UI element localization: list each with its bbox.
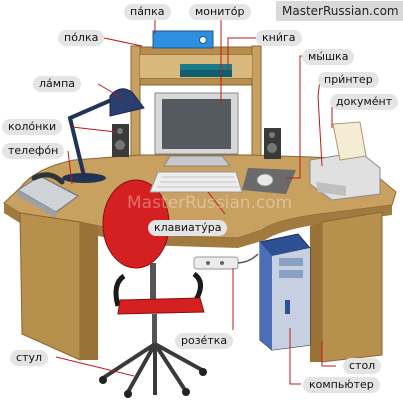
- mouse-icon: [242, 168, 296, 194]
- label-keyboard: клавиату́ра: [148, 220, 228, 236]
- label-document: докуме́нт: [330, 94, 399, 110]
- label-speakers: коло́нки: [2, 119, 63, 135]
- label-shelf: по́лка: [58, 30, 105, 46]
- label-printer: при́нтер: [318, 72, 379, 88]
- label-socket: розе́тка: [175, 333, 234, 349]
- label-monitor: монито́р: [189, 4, 251, 20]
- printer-icon: [309, 121, 381, 201]
- label-phone: телефо́н: [2, 143, 65, 159]
- computer-icon: [259, 233, 311, 351]
- book-icon: [180, 64, 232, 77]
- site-brand: MasterRussian.com: [276, 1, 403, 21]
- label-mouse: мы́шка: [302, 49, 355, 65]
- watermark-text: MasterRussian.com: [127, 193, 293, 213]
- lamp-icon: [62, 88, 145, 183]
- leader-lines: [55, 20, 336, 385]
- socket-icon: [193, 253, 259, 270]
- label-folder: па́пка: [124, 4, 171, 20]
- folder-icon: [152, 30, 214, 49]
- chair-icon: [99, 179, 207, 398]
- telephone-icon: [17, 172, 79, 218]
- label-desk: стол: [343, 358, 382, 374]
- keyboard-icon: [149, 171, 243, 193]
- label-chair: стул: [10, 350, 48, 366]
- label-book: кни́га: [256, 30, 302, 46]
- label-computer: компью́тер: [303, 377, 380, 393]
- speakers-icon: [112, 124, 281, 159]
- monitor-icon: [154, 92, 239, 167]
- label-lamp: ла́мпа: [33, 76, 82, 92]
